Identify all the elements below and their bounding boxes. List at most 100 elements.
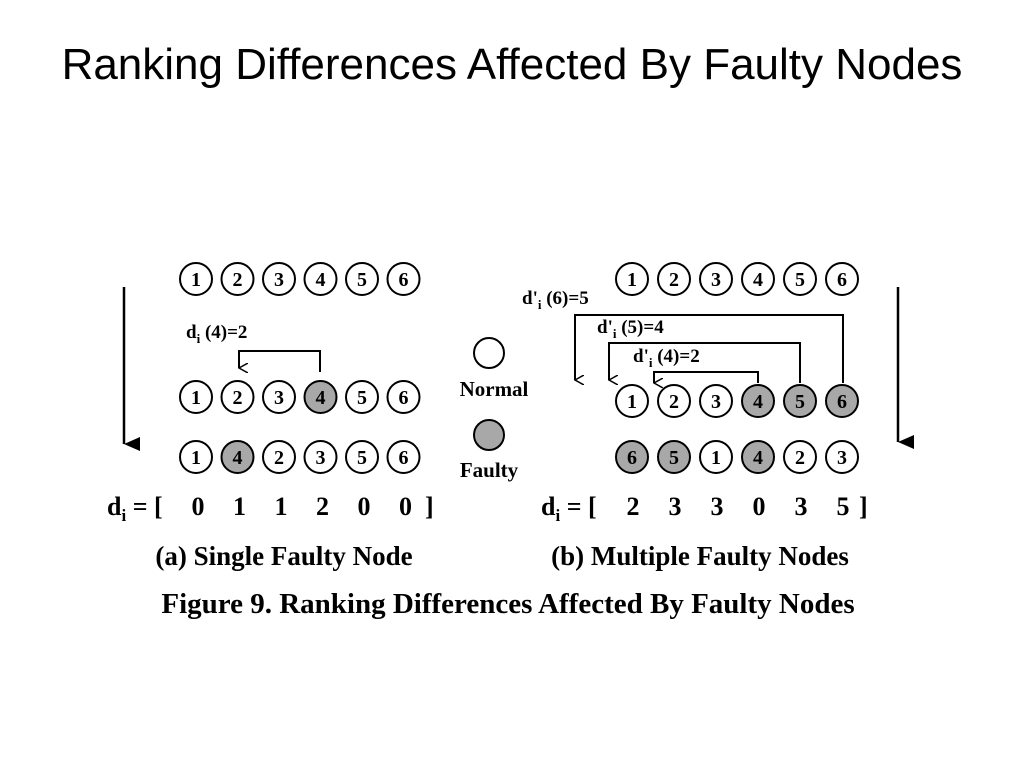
- panel-b-initial-node-6: 6: [825, 262, 859, 296]
- di-value: 2: [316, 492, 329, 521]
- legend-normal-swatch: [473, 337, 505, 369]
- node-label: 3: [274, 387, 284, 409]
- node-circle: [262, 440, 296, 474]
- panel-b-reranked-node-4: 4: [741, 440, 775, 474]
- node-label: 2: [669, 391, 679, 413]
- node-label: 5: [669, 447, 679, 469]
- panel-a-caption: (a) Single Faulty Node: [155, 541, 412, 571]
- node-circle: [345, 380, 379, 414]
- panel-b-initial-node-5: 5: [783, 262, 817, 296]
- node-label: 2: [233, 269, 243, 291]
- node-circle: [220, 380, 255, 414]
- panel-b-marked-node-5: 5: [783, 384, 817, 418]
- panel-a-initial-node-4: 4: [303, 262, 338, 296]
- panel-a-initial-node-1: 1: [179, 262, 213, 296]
- panel-a-marked-node-3: 3: [262, 380, 296, 414]
- panel-b-di-label: di = [: [541, 492, 597, 525]
- node-label: 5: [795, 391, 805, 413]
- panel-b-bracket-node-6: [574, 314, 844, 383]
- node-circle: [657, 440, 691, 474]
- panel-a-reranked-node-1: 1: [179, 440, 213, 474]
- node-label: 5: [357, 387, 367, 409]
- node-circle: [825, 262, 859, 296]
- node-label: 4: [233, 447, 243, 469]
- panel-b-marked-node-2: 2: [657, 384, 691, 418]
- node-label: 5: [795, 269, 805, 291]
- node-label: 2: [233, 387, 243, 409]
- node-circle: [386, 440, 421, 474]
- node-circle: [615, 440, 649, 474]
- panel-a-marked-node-5: 5: [345, 380, 379, 414]
- di-value: 1: [275, 492, 288, 521]
- panel-b-bracket-node-4: [653, 371, 759, 383]
- panel-a-rank-shift-bracket: [238, 350, 321, 372]
- node-circle: [615, 384, 649, 418]
- node-label: 1: [627, 269, 637, 291]
- panel-b-reranked-node-5: 5: [657, 440, 691, 474]
- di-value: 3: [669, 492, 682, 521]
- node-circle: [303, 262, 338, 296]
- node-circle: [303, 380, 338, 414]
- node-circle: [741, 384, 775, 418]
- panel-a-initial-node-6: 6: [386, 262, 421, 296]
- node-label: 1: [711, 447, 721, 469]
- panel-b-marked-node-3: 3: [699, 384, 733, 418]
- di-value: 0: [753, 492, 766, 521]
- node-label: 5: [357, 447, 367, 469]
- legend-normal-label: Normal: [460, 377, 529, 401]
- node-label: 6: [837, 391, 847, 413]
- panel-b-annotation-node-5: d'i (5)=4: [597, 317, 664, 341]
- panel-b-initial-node-3: 3: [699, 262, 733, 296]
- node-label: 6: [399, 269, 409, 291]
- panel-b-di-close: ]: [859, 492, 868, 521]
- node-label: 3: [316, 447, 326, 469]
- panel-b-initial-node-4: 4: [741, 262, 775, 296]
- di-value: 3: [711, 492, 724, 521]
- panel-a-reranked-node-6: 6: [386, 440, 421, 474]
- legend-faulty-label: Faulty: [460, 458, 519, 482]
- node-circle: [825, 384, 859, 418]
- panel-a-di-close: ]: [425, 492, 434, 521]
- panel-a-initial-node-2: 2: [220, 262, 255, 296]
- legend-faulty-swatch: [473, 419, 505, 451]
- di-value: 0: [358, 492, 371, 521]
- di-value: 0: [399, 492, 412, 521]
- node-circle: [657, 262, 691, 296]
- node-circle: [783, 262, 817, 296]
- node-circle: [657, 384, 691, 418]
- panel-a-annotation: di (4)=2: [186, 322, 247, 346]
- node-label: 4: [316, 387, 326, 409]
- panel-a-marked-node-2: 2: [220, 380, 255, 414]
- node-label: 4: [316, 269, 326, 291]
- node-circle: [220, 440, 255, 474]
- panel-a-reranked-node-5: 5: [345, 440, 379, 474]
- node-label: 5: [357, 269, 367, 291]
- panel-b-initial-node-2: 2: [657, 262, 691, 296]
- node-label: 6: [399, 447, 409, 469]
- node-circle: [262, 262, 296, 296]
- node-label: 2: [274, 447, 284, 469]
- panel-b-marked-node-6: 6: [825, 384, 859, 418]
- node-circle: [783, 440, 817, 474]
- node-label: 2: [669, 269, 679, 291]
- node-label: 1: [191, 387, 201, 409]
- node-circle: [220, 262, 255, 296]
- node-circle: [345, 262, 379, 296]
- node-circle: [345, 440, 379, 474]
- panel-b-annotation-node-4: d'i (4)=2: [633, 346, 700, 370]
- node-circle: [699, 262, 733, 296]
- legend: Normal Faulty: [460, 337, 529, 482]
- node-label: 3: [837, 447, 847, 469]
- node-circle: [386, 262, 421, 296]
- panel-a-reranked-node-3: 3: [303, 440, 338, 474]
- panel-a-initial-node-5: 5: [345, 262, 379, 296]
- panel-a-initial-node-3: 3: [262, 262, 296, 296]
- node-circle: [825, 440, 859, 474]
